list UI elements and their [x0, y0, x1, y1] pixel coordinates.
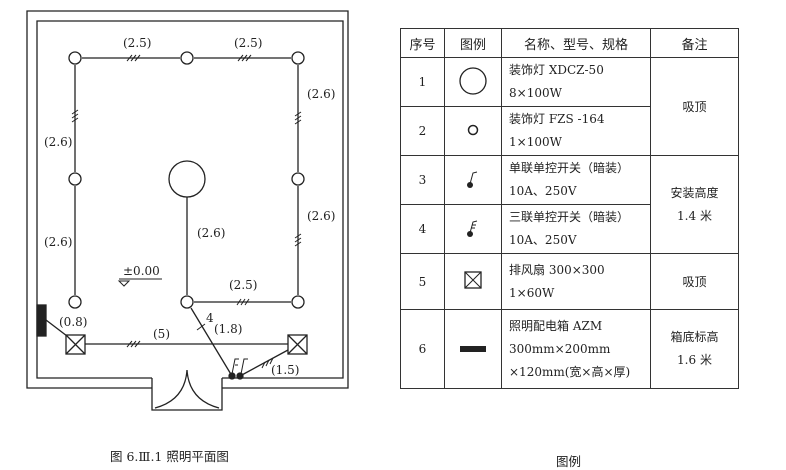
legend-header: 序号 图例 名称、型号、规格 备注 — [400, 28, 739, 58]
note-box-elevation: 箱底标高 — [670, 330, 719, 344]
item-spec: 8×100W — [509, 86, 562, 100]
label-switch-count: 4 — [206, 311, 214, 325]
small-lamp-icon — [68, 172, 82, 186]
row-number: 3 — [400, 155, 445, 205]
header-no: 序号 — [400, 28, 445, 58]
table-row: 6 照明配电箱 AZM 300mm×200mm ×120mm(宽×高×厚) 箱底标高… — [400, 309, 739, 389]
label-bottom-mid: (2.5) — [229, 278, 257, 292]
distribution-box-icon — [460, 346, 486, 352]
exhaust-fan-icon — [65, 334, 86, 355]
small-lamp-icon — [68, 295, 82, 309]
elevation-mark: ±0.00 — [123, 264, 160, 278]
item-name: 单联单控开关（暗装） — [509, 161, 630, 175]
item-spec: 10A、250V — [509, 184, 577, 198]
note-ceiling: 吸顶 — [650, 253, 739, 310]
note-ceiling: 吸顶 — [650, 57, 739, 156]
item-name: 排风扇 300×300 — [509, 262, 605, 277]
header-icon: 图例 — [444, 28, 502, 58]
label-top-left: (2.5) — [123, 36, 151, 50]
label-left-lower: (2.6) — [44, 235, 72, 249]
table-row: 2 装饰灯 FZS -164 1×100W — [400, 106, 739, 156]
door-icon — [154, 369, 220, 409]
item-spec-dimensions: ×120mm(宽×高×厚) — [509, 364, 631, 379]
note-install-height-value: 1.4 米 — [677, 208, 712, 223]
label-panel: (0.8) — [59, 315, 87, 329]
distribution-box-icon — [36, 304, 47, 337]
header-notes: 备注 — [650, 28, 739, 58]
single-switch-icon — [467, 171, 478, 188]
triple-switch-icon — [467, 220, 478, 237]
legend-caption: 图例 — [556, 454, 582, 469]
walls — [26, 10, 349, 411]
label-switch-line: (1.8) — [214, 322, 242, 336]
row-number: 5 — [400, 253, 445, 310]
item-name: 装饰灯 FZS -164 — [509, 112, 605, 126]
item-name: 装饰灯 XDCZ-50 — [509, 63, 604, 77]
small-lamp-icon — [291, 172, 305, 186]
item-name: 照明配电箱 AZM — [509, 318, 603, 333]
label-fan-right: (1.5) — [271, 363, 299, 377]
item-spec: 300mm×200mm — [509, 341, 611, 356]
exhaust-fan-icon — [464, 271, 482, 289]
label-fan-line: (5) — [153, 327, 170, 341]
small-lamp-icon — [180, 51, 194, 65]
table-row: 3 单联单控开关（暗装） 10A、250V 安装高度 1.4 米 — [400, 155, 739, 254]
item-spec: 1×60W — [509, 285, 555, 300]
note-install-height: 安装高度 — [670, 185, 719, 200]
row-number: 2 — [400, 106, 445, 156]
table-row: 4 三联单控开关（暗装） 10A、250V — [400, 204, 739, 254]
label-center: (2.6) — [197, 226, 225, 240]
note-box-elevation-value: 1.6 米 — [677, 353, 712, 367]
label-left-upper: (2.6) — [44, 135, 72, 149]
small-lamp-icon — [291, 51, 305, 65]
plan-caption: 图 6.Ⅲ.1 照明平面图 — [110, 449, 229, 464]
row-number: 6 — [400, 309, 445, 389]
switch-icons — [228, 358, 248, 380]
lighting-floor-plan: (2.5) (2.5) (2.6) (2.6) (2.6) (2.6) (2.6… — [26, 10, 349, 411]
legend-table: 序号 图例 名称、型号、规格 备注 1 装饰灯 XDCZ-50 8×100W 吸顶… — [400, 28, 739, 389]
row-number: 1 — [400, 57, 445, 107]
label-right-lower: (2.6) — [307, 209, 335, 223]
large-lamp-icon — [168, 160, 206, 198]
item-spec: 1×100W — [509, 135, 562, 149]
lamps — [68, 51, 305, 309]
table-row: 1 装饰灯 XDCZ-50 8×100W 吸顶 — [400, 57, 739, 156]
small-lamp-icon — [180, 295, 194, 309]
header-name: 名称、型号、规格 — [501, 28, 651, 58]
wiring — [45, 54, 302, 377]
label-right-upper: (2.6) — [307, 87, 335, 101]
small-lamp-icon — [467, 124, 479, 135]
label-top-right: (2.5) — [234, 36, 262, 50]
item-name: 三联单控开关（暗装） — [509, 210, 630, 224]
item-spec: 10A、250V — [509, 233, 577, 247]
table-row: 5 排风扇 300×300 1×60W 吸顶 — [400, 253, 739, 310]
small-lamp-icon — [291, 295, 305, 309]
exhaust-fan-icon — [287, 334, 308, 355]
small-lamp-icon — [68, 51, 82, 65]
large-lamp-icon — [459, 66, 487, 95]
row-number: 4 — [400, 204, 445, 254]
